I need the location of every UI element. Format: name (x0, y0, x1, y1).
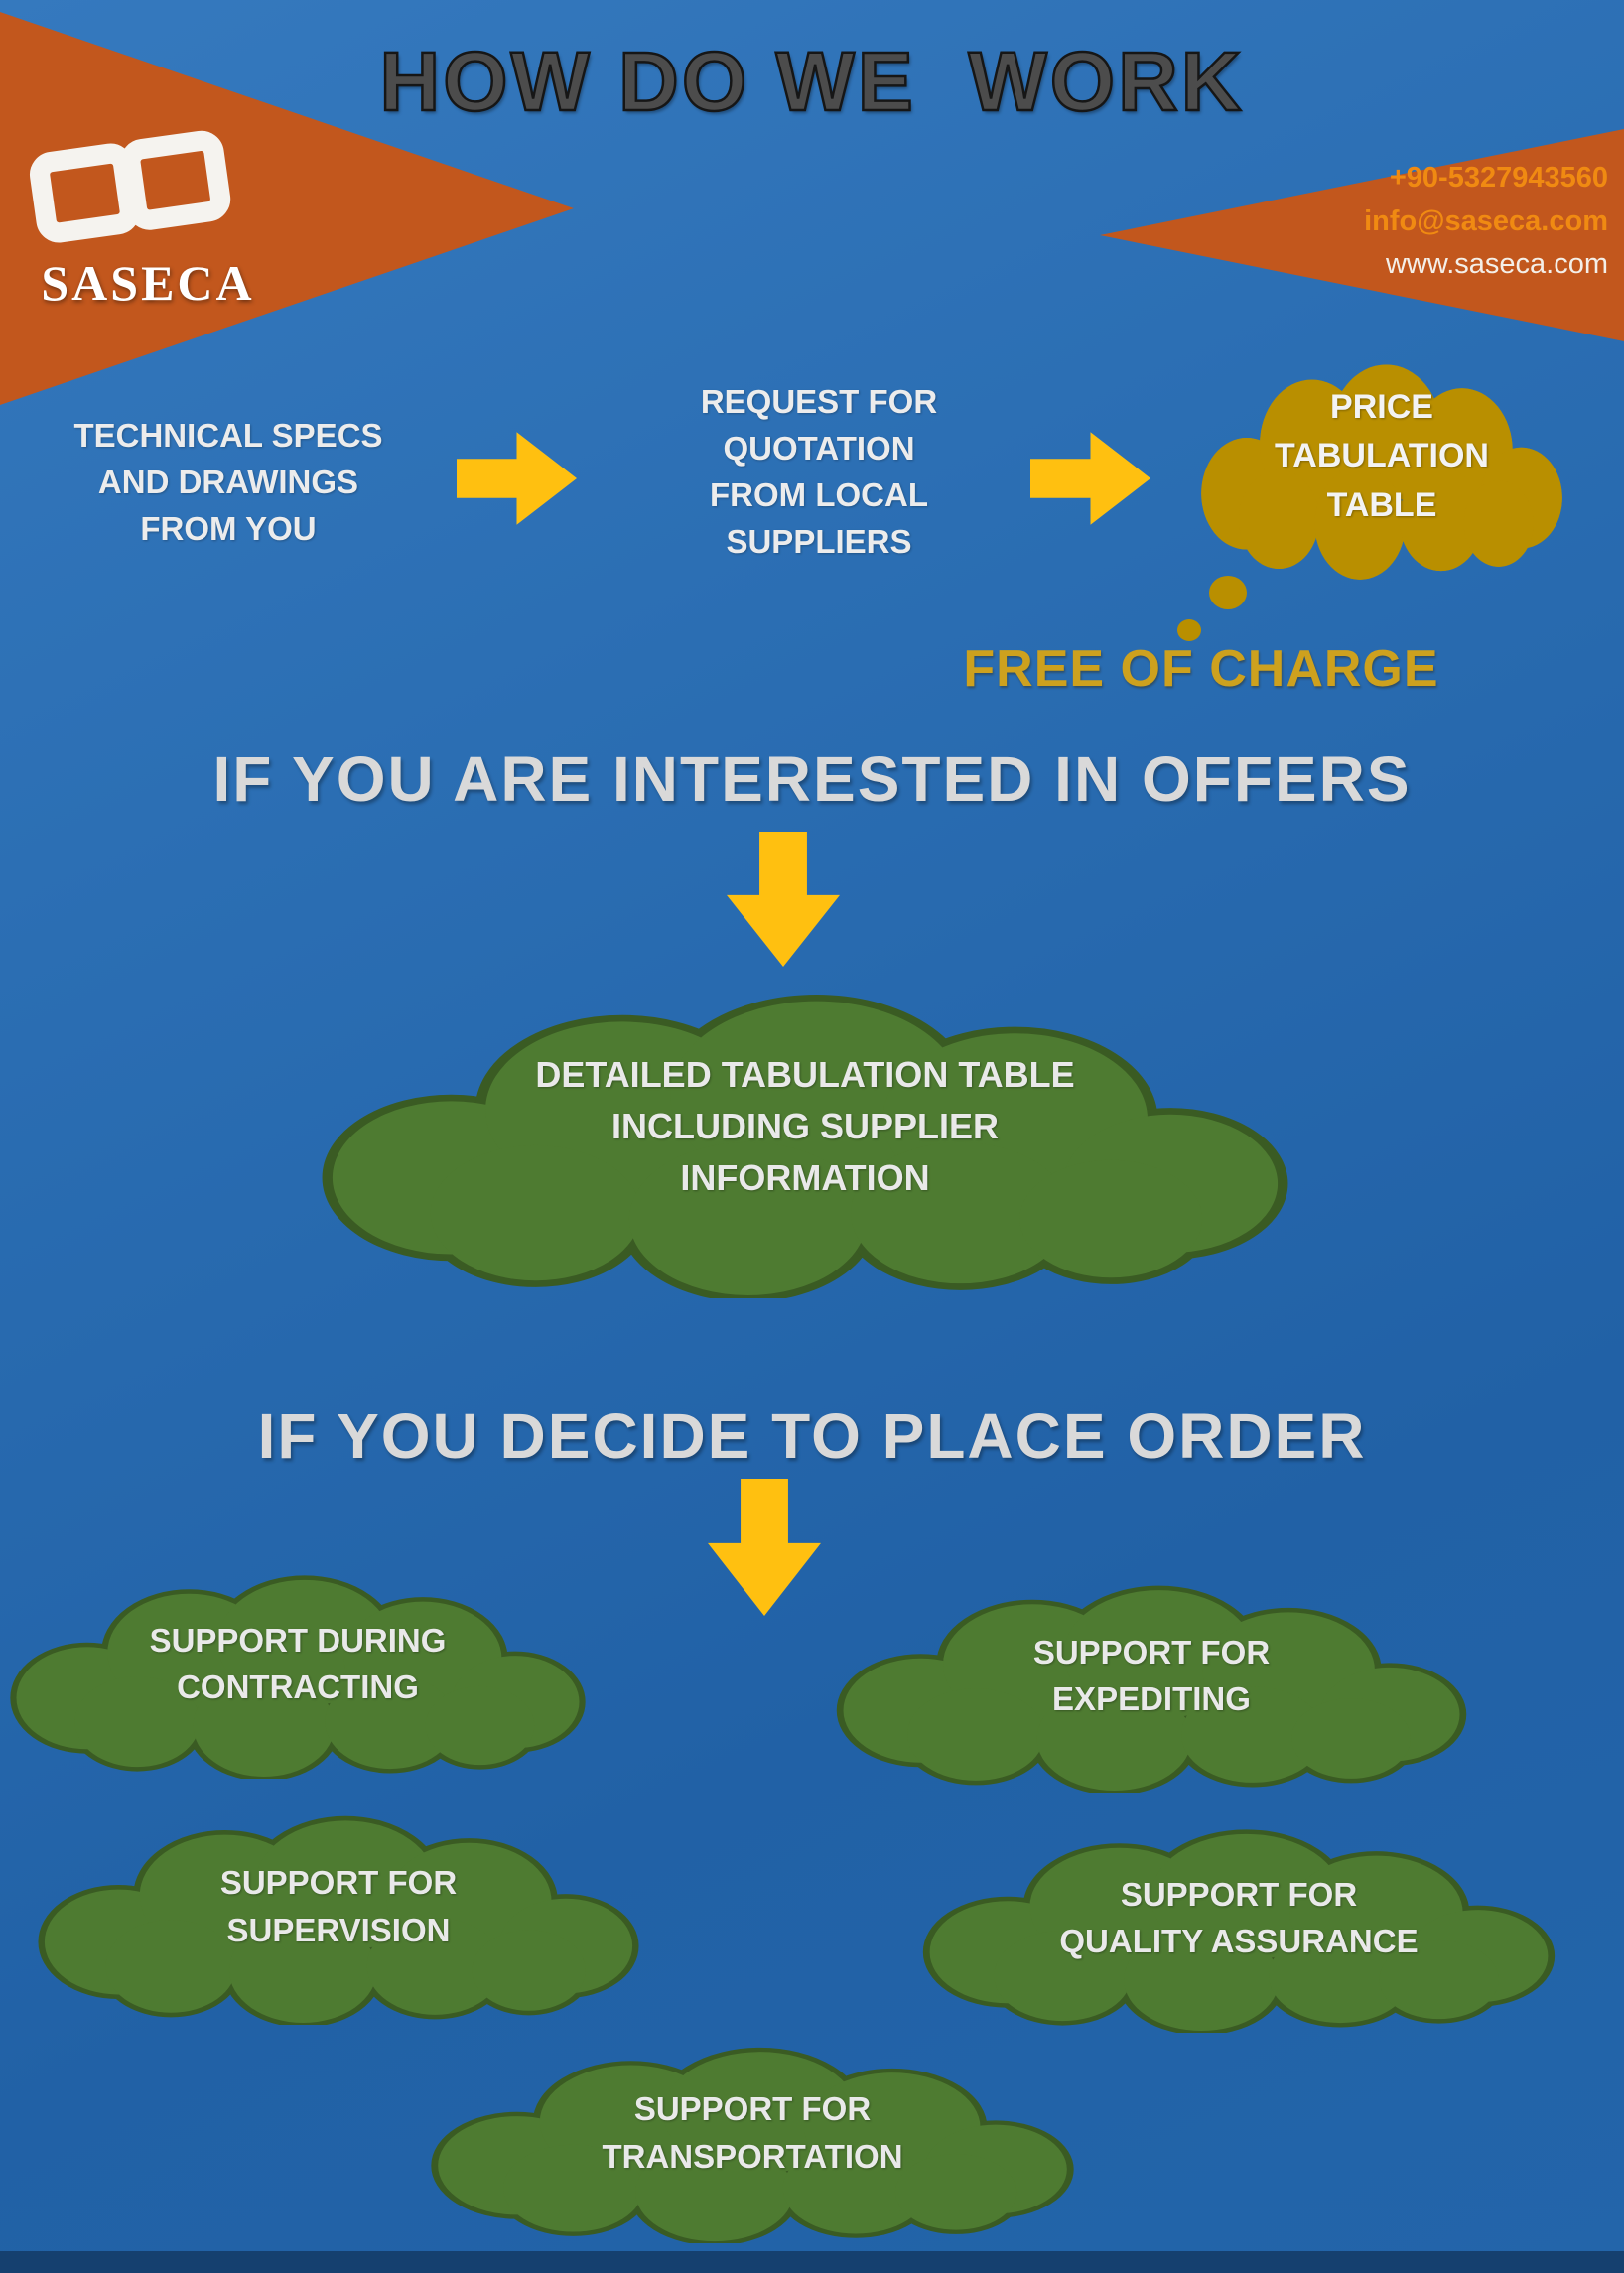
contact-phone: +90-5327943560 (1389, 162, 1608, 194)
bottom-edge-bar (0, 2251, 1624, 2273)
brand-name: SASECA (41, 255, 255, 311)
contact-email: info@saseca.com (1364, 204, 1608, 237)
free-of-charge-note: FREE OF CHARGE (963, 640, 1439, 698)
thought-tail-bubble-icon (1209, 576, 1247, 609)
heading-interested-offers: IF YOU ARE INTERESTED IN OFFERS (212, 743, 1412, 815)
cloud-support-supervision: SUPPORT FOR SUPERVISION (12, 1803, 665, 2025)
step-technical-specs: TECHNICAL SPECS AND DRAWINGS FROM YOU (73, 417, 383, 547)
brand-infinity-logo-icon (29, 130, 231, 243)
page-title: HOW DO WE WORK (378, 34, 1245, 130)
down-arrow-1-icon (727, 832, 840, 967)
support-contracting-label: SUPPORT DURING CONTRACTING (149, 1621, 447, 1706)
cloud-detailed-table: DETAILED TABULATION TABLE INCLUDING SUPP… (280, 975, 1330, 1298)
cloud-support-expediting: SUPPORT FOR EXPEDITING (809, 1572, 1494, 1793)
thought-tail-bubble-small-icon (1177, 619, 1201, 641)
thought-bubble-price-table: PRICE TABULATION TABLE (1181, 345, 1582, 582)
cloud-support-transportation: SUPPORT FOR TRANSPORTATION (403, 2035, 1102, 2243)
heading-place-order: IF YOU DECIDE TO PLACE ORDER (257, 1401, 1367, 1472)
support-expediting-label: SUPPORT FOR EXPEDITING (1032, 1633, 1271, 1718)
contact-website: www.saseca.com (1385, 248, 1608, 280)
support-transportation-label: SUPPORT FOR TRANSPORTATION (602, 2089, 903, 2175)
step-request-quotation: REQUEST FOR QUOTATION FROM LOCAL SUPPLIE… (700, 383, 938, 560)
flow-arrow-1-icon (457, 432, 577, 525)
flow-arrow-2-icon (1030, 432, 1150, 525)
contact-block: +90-5327943560 info@saseca.com www.sasec… (1364, 157, 1608, 287)
cloud-support-quality: SUPPORT FOR QUALITY ASSURANCE (895, 1816, 1582, 2033)
support-supervision-label: SUPPORT FOR SUPERVISION (219, 1864, 458, 1949)
cloud-support-contracting: SUPPORT DURING CONTRACTING (0, 1562, 610, 1779)
price-table-label: PRICE TABULATION TABLE (1275, 387, 1489, 524)
support-quality-label: SUPPORT FOR QUALITY ASSURANCE (1059, 1875, 1419, 1960)
down-arrow-2-icon (708, 1479, 821, 1616)
detailed-table-label: DETAILED TABULATION TABLE INCLUDING SUPP… (535, 1053, 1075, 1199)
